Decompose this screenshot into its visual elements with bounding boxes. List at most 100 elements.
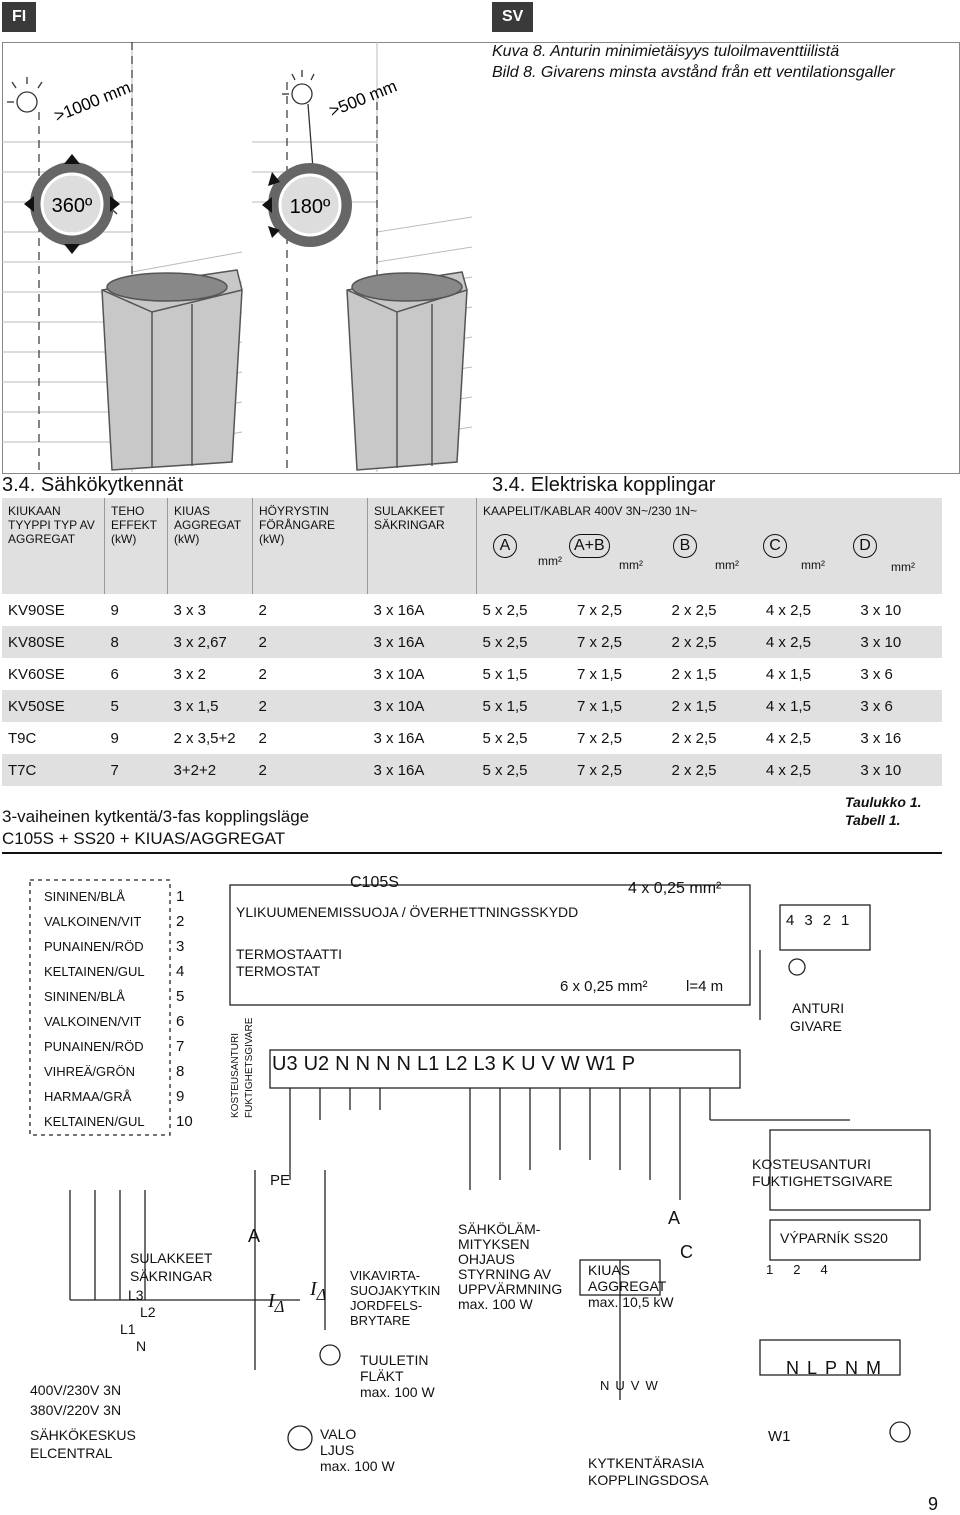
cell-heater: 3+2+2 (167, 754, 253, 786)
header-cables-title: KAAPELIT/KABLAR 400V 3N~/230 1N~ (483, 504, 698, 518)
cell-d: 3 x 6 (854, 690, 942, 722)
cell-d: 3 x 10 (854, 626, 942, 658)
wire-color: HARMAA/GRÅ (44, 1089, 132, 1104)
cell-a: 5 x 2,5 (482, 729, 528, 747)
fan-label: TUULETIN FLÄKT max. 100 W (360, 1352, 435, 1400)
cell-power: 5 (104, 690, 168, 722)
cell-b: 2 x 2,5 (671, 729, 717, 747)
humidity-vertical-1: KOSTEUSANTURI (230, 1032, 241, 1118)
rcd-a-badge: A (248, 1226, 261, 1246)
wire-color: VIHREÄ/GRÖN (44, 1064, 136, 1079)
cell-ab: 7 x 1,5 (576, 665, 622, 683)
diagram-divider (2, 852, 942, 854)
cell-heater: 3 x 3 (173, 601, 207, 619)
thermostat-label-fi: TERMOSTAATTI (236, 946, 343, 962)
heat-control-3: OHJAUS (458, 1251, 515, 1267)
rcd-label-2: SUOJAKYTKIN (350, 1283, 441, 1298)
wire-color: VALKOINEN/VIT (44, 1014, 142, 1029)
wire-number: 9 (176, 1088, 185, 1105)
terminal: N (396, 1053, 411, 1075)
cell-a: 5 x 1,5 (476, 690, 571, 722)
terminal: N (335, 1053, 350, 1075)
cell-model: T7C (2, 754, 105, 786)
phase-l1: L1 (120, 1321, 136, 1337)
fuses-label-fi: SULAKKEET (130, 1250, 213, 1266)
steamer-pin: 1 (766, 1262, 774, 1277)
wire-color: PUNAINEN/RÖD (44, 1039, 144, 1054)
controller-label: C105S (350, 874, 399, 891)
terminal: U2 (303, 1053, 330, 1075)
cell-c: 4 x 2,5 (759, 754, 855, 786)
cell-b: 2 x 2,5 (665, 754, 760, 786)
wire-number: 4 (176, 963, 185, 980)
heater-terminal: V (630, 1378, 640, 1393)
rcd-label-4: BRYTARE (350, 1313, 411, 1328)
overheat-label: YLIKUUMENEMISSUOJA / ÖVERHETTNINGSSKYDD (236, 904, 579, 920)
sensor-label-sv: GIVARE (790, 1018, 842, 1034)
header-power: TEHO EFFEKT (kW) (104, 498, 168, 594)
col-ab-badge: A+B (569, 534, 610, 558)
col-d-badge: D (853, 534, 877, 558)
distance-right-label: >500 mm (326, 76, 399, 120)
heater-terminal: U (615, 1378, 625, 1393)
cell-a: 5 x 2,5 (476, 754, 571, 786)
heater-left-icon (101, 269, 243, 471)
diagram-title-1: 3-vaiheinen kytkentä/3-fas kopplingsläge (2, 807, 310, 826)
wire-row: VALKOINEN/VIT 6 (44, 1009, 193, 1034)
wire-number: 6 (176, 1013, 185, 1030)
cable-1-label: 4 x 0,25 mm² (628, 880, 722, 897)
cell-c: 4 x 1,5 (759, 690, 855, 722)
wire-number: 5 (176, 988, 185, 1005)
steamer-terminal: N (845, 1358, 859, 1378)
cell-fuses: 3 x 10A (373, 665, 425, 683)
terminal: K (501, 1053, 516, 1075)
cell-steamer: 2 (252, 690, 368, 722)
sensor-360-icon (24, 154, 120, 254)
terminal: L1 (416, 1053, 440, 1075)
cell-fuses: 3 x 16A (373, 729, 425, 747)
heater-right-icon (346, 271, 468, 471)
figure-caption-fi: Kuva 8. Anturin minimietäisyys tuloilmav… (492, 43, 840, 60)
cell-heater: 3 x 1,5 (167, 690, 253, 722)
fan-label-2: FLÄKT (360, 1368, 404, 1384)
cell-fuses: 3 x 10A (367, 690, 477, 722)
table-caption-fi: Taulukko 1. (845, 794, 922, 810)
wire-number: 1 (176, 888, 185, 905)
sauna-sensor-illustration: >1000 mm >500 mm 360º 180º (2, 42, 473, 472)
humidity-label-sv: FUKTIGHETSGIVARE (752, 1173, 893, 1189)
header-steamer: HÖYRYSTIN FÖRÅNGARE (kW) (252, 498, 368, 594)
wire-number: 8 (176, 1063, 185, 1080)
col-b-badge: B (673, 534, 697, 558)
angle-180-label: 180º (290, 196, 331, 218)
col-c-badge: C (763, 534, 787, 558)
cell-ab: 7 x 2,5 (570, 754, 666, 786)
table-caption-sv: Tabell 1. (845, 812, 901, 828)
heater-label-3: max. 10,5 kW (588, 1294, 674, 1310)
sensor-pin: 3 (804, 912, 813, 929)
terminal: N (376, 1053, 391, 1075)
humidity-vertical-label: KOSTEUSANTURI FUKTIGHETSGIVARE (230, 1010, 270, 1120)
cell-c: 4 x 2,5 (765, 601, 811, 619)
cell-heater: 2 x 3,5+2 (173, 729, 236, 747)
angle-360-label: 360º (52, 195, 93, 217)
box-label-sv: KOPPLINGSDOSA (588, 1472, 709, 1488)
col-a-badge: A (493, 534, 517, 558)
humidity-vertical-2: FUKTIGHETSGIVARE (244, 1017, 255, 1118)
cell-a: 5 x 2,5 (482, 601, 528, 619)
col-b-unit: mm² (715, 558, 739, 572)
steamer-terminal: L (807, 1358, 818, 1378)
cell-steamer: 2 (252, 754, 368, 786)
wire-number: 2 (176, 913, 185, 930)
cell-model: KV90SE (8, 601, 65, 619)
phase-n: N (136, 1338, 147, 1354)
sensor-pin: 1 (841, 912, 850, 929)
spec-table: KIUKAAN TYYPPI TYP AV AGGREGAT TEHO EFFE… (2, 498, 942, 786)
